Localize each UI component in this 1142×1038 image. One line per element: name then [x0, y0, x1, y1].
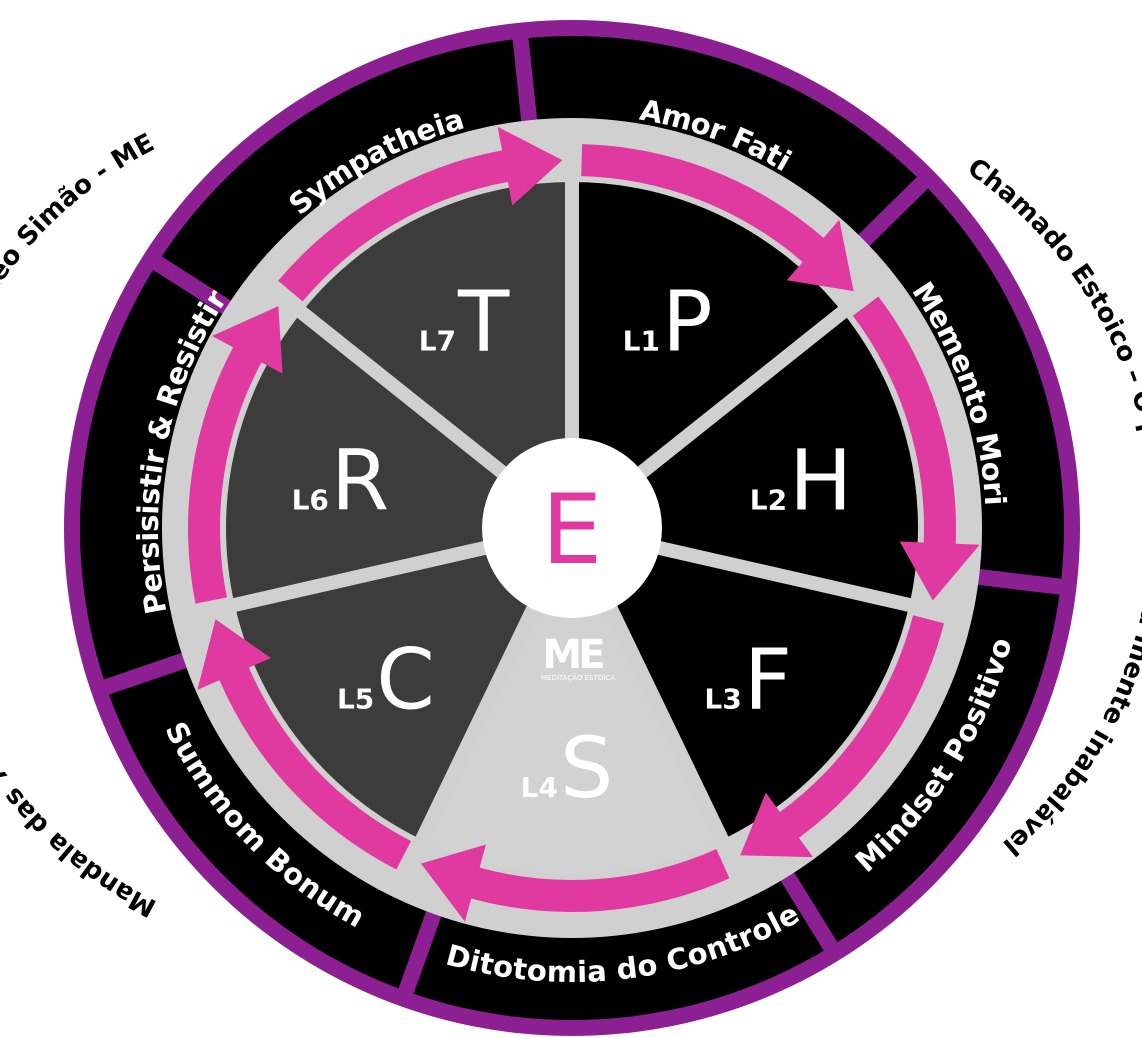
- segment-divider: [648, 538, 972, 626]
- segment-number-label: L2: [750, 484, 787, 517]
- segment-divider: [630, 268, 896, 484]
- band-divider: [397, 909, 442, 998]
- segment-divider: [388, 597, 544, 899]
- segment-letter: P: [662, 272, 713, 370]
- segment-letter: C: [376, 631, 435, 729]
- segment-letter: R: [331, 432, 389, 530]
- segment-number-label: L6: [292, 484, 329, 517]
- cycle-arrow: [421, 844, 730, 922]
- cycle-arrow: [581, 144, 854, 292]
- segment-T: [301, 182, 572, 528]
- cycle-arrow: [740, 615, 945, 858]
- pie-segments: [172, 120, 972, 899]
- cycle-arrow: [852, 296, 980, 601]
- cycle-arrows: [187, 126, 980, 922]
- band-divider: [857, 174, 931, 248]
- me-logo-subtitle: MEDITAÇÃO ESTOICA: [541, 673, 615, 682]
- segment-divider: [248, 268, 514, 484]
- center-letter: E: [542, 474, 603, 586]
- segment-S: [421, 528, 723, 875]
- segment-divider: [600, 597, 756, 899]
- segment-number-label: L7: [419, 324, 456, 357]
- band-divider: [100, 652, 189, 696]
- segment-letter: F: [744, 631, 792, 729]
- segment-C: [234, 528, 573, 840]
- cycle-arrow: [278, 126, 563, 302]
- segment-letter: T: [457, 272, 510, 370]
- segment-letter: S: [560, 719, 613, 817]
- segment-P: [572, 182, 843, 528]
- cycle-arrow: [187, 306, 283, 604]
- band-divider: [149, 254, 233, 316]
- segment-divider: [172, 538, 496, 626]
- segment-number-label: L4: [521, 771, 558, 804]
- band-divider: [512, 33, 538, 124]
- segment-number-label: L3: [704, 683, 741, 716]
- segment-letter: H: [789, 432, 852, 530]
- me-logo-mark: ME: [542, 632, 603, 678]
- band-divider: [976, 568, 1066, 596]
- band-divider: [779, 870, 840, 955]
- cycle-arrow: [197, 619, 412, 870]
- segment-F: [572, 528, 910, 840]
- segment-number-label: L5: [337, 683, 374, 716]
- center-circle: [482, 438, 662, 618]
- segment-number-label: L1: [623, 324, 660, 357]
- me-logo: ME MEDITAÇÃO ESTOICA: [541, 632, 615, 682]
